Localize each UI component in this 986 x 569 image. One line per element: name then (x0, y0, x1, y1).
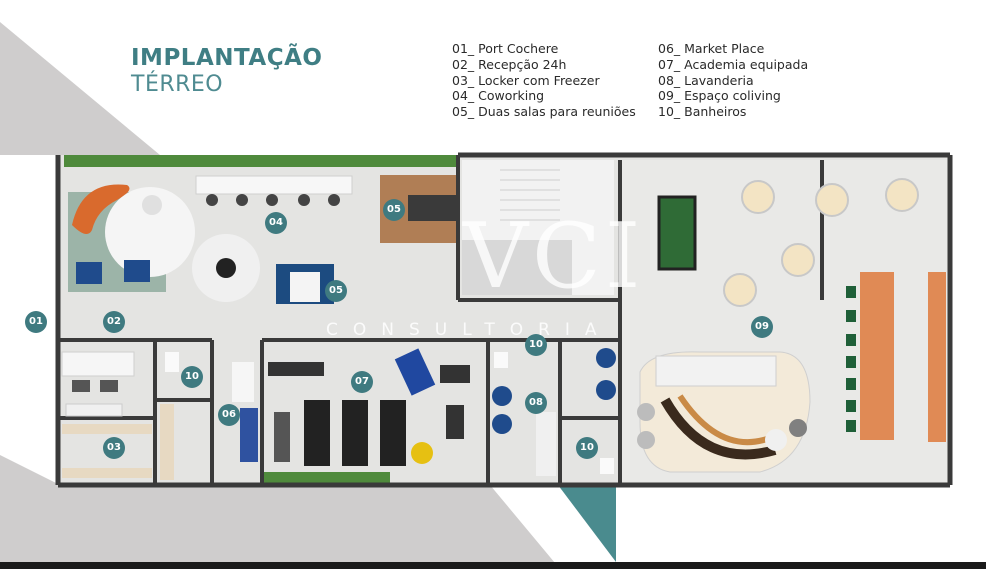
page-title: IMPLANTAÇÃO TÉRREO (131, 44, 322, 98)
marker-10a[interactable]: 10 (181, 366, 203, 388)
legend-item: 05_ Duas salas para reuniões (452, 104, 636, 120)
marker-05b[interactable]: 05 (325, 280, 347, 302)
watermark-logo: VCI (463, 204, 645, 309)
planter-top (64, 155, 456, 167)
marker-07[interactable]: 07 (351, 371, 373, 393)
kitchen-island (860, 272, 894, 440)
legend-column-2: 06_ Market Place 07_ Academia equipada 0… (658, 41, 808, 120)
marker-05a[interactable]: 05 (383, 199, 405, 221)
legend-item: 02_ Recepção 24h (452, 56, 567, 72)
marker-01[interactable]: 01 (25, 311, 47, 333)
legend-item: 08_ Lavanderia (658, 72, 754, 88)
legend-item: 01_ Port Cochere (452, 41, 559, 56)
legend-item: 03_ Locker com Freezer (452, 72, 600, 88)
staircase (462, 160, 614, 295)
marker-03[interactable]: 03 (103, 437, 125, 459)
legend-item: 09_ Espaço coliving (658, 88, 781, 104)
marker-09[interactable]: 09 (751, 316, 773, 338)
marker-10c[interactable]: 10 (576, 437, 598, 459)
marker-02[interactable]: 02 (103, 311, 125, 333)
legend-item: 04_ Coworking (452, 88, 545, 104)
marker-06[interactable]: 06 (218, 404, 240, 426)
marker-08[interactable]: 08 (525, 392, 547, 414)
bottom-bar (0, 562, 986, 569)
watermark-subtitle: CONSULTORIA (326, 320, 612, 340)
legend-item: 10_ Banheiros (658, 104, 747, 120)
legend-item: 07_ Academia equipada (658, 56, 809, 72)
legend-item: 06_ Market Place (658, 41, 765, 56)
title-main: IMPLANTAÇÃO (131, 45, 323, 71)
marker-04[interactable]: 04 (265, 212, 287, 234)
title-sub: TÉRREO (131, 72, 224, 97)
legend-column-1: 01_ Port Cochere 02_ Recepção 24h 03_ Lo… (452, 41, 636, 120)
pool-table (657, 195, 697, 271)
marker-10b[interactable]: 10 (525, 334, 547, 356)
